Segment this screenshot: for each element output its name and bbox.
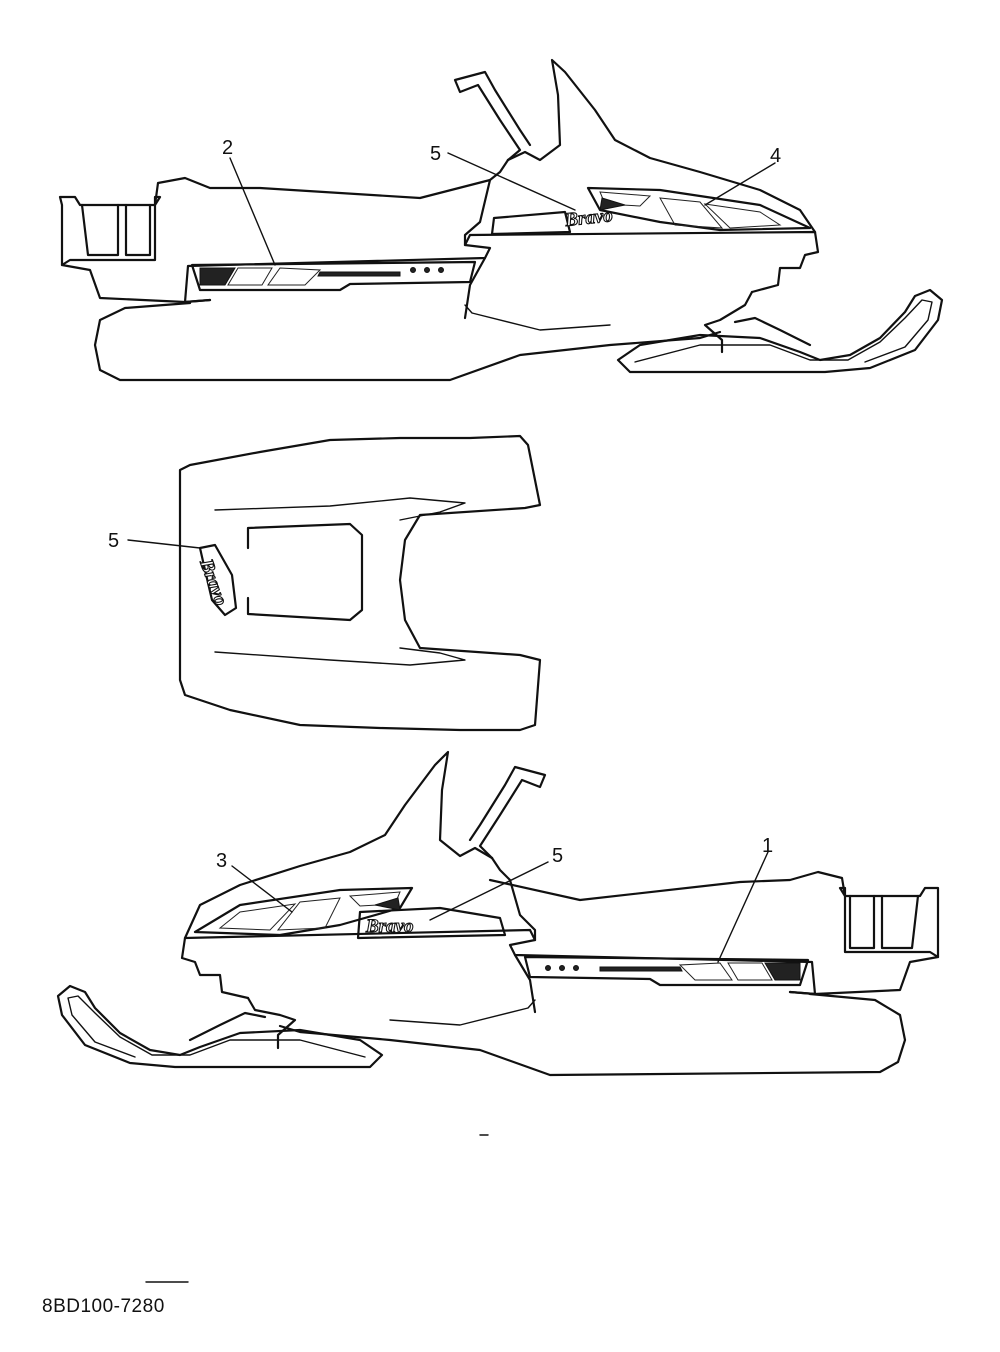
hood-outline	[178, 434, 542, 732]
callout-number-2: 2	[222, 137, 233, 159]
side-panel-left	[490, 856, 817, 996]
decal-4-hood-stripe	[586, 186, 812, 232]
rear-bumper-rack-left	[838, 886, 940, 959]
callout-number-5-middle: 5	[108, 530, 119, 552]
seat-outline	[153, 176, 492, 207]
bravo-logo-text-left: Bravo	[365, 916, 414, 937]
front-ski	[616, 288, 944, 374]
side-panel	[183, 158, 510, 304]
decal-1-side-stripe	[523, 955, 810, 987]
callout-5-leader-top	[447, 152, 576, 211]
handlebar-left	[468, 765, 547, 860]
callout-number-4: 4	[770, 145, 781, 167]
callout-number-1: 1	[762, 835, 773, 857]
decal-2-side-stripe	[190, 260, 477, 292]
windshield-left	[183, 750, 494, 940]
front-ski-left	[56, 984, 384, 1069]
front-suspension-left	[188, 996, 297, 1050]
front-suspension	[703, 290, 812, 354]
track-outline	[93, 301, 722, 382]
callout-number-5-bottom: 5	[552, 845, 563, 867]
track-outline-left	[278, 992, 907, 1077]
decal-5-bravo-logo-right: Bravo	[490, 205, 614, 236]
hood-top-view: Bravo 5	[108, 434, 542, 732]
callout-3-leader	[231, 865, 293, 913]
bravo-logo-text: Bravo	[563, 205, 613, 231]
callout-number-5: 5	[430, 143, 441, 165]
callout-5-leader-middle	[127, 539, 201, 549]
handlebar	[453, 70, 532, 162]
callout-5-leader-bottom	[429, 861, 549, 921]
seat-outline-left	[488, 870, 847, 902]
callout-number-3: 3	[216, 850, 227, 872]
snowmobile-left-side-view: Bravo 3 5 1	[56, 750, 940, 1077]
part-code: 8BD100-7280	[42, 1296, 165, 1317]
decal-5-bravo-logo-top: Bravo	[194, 543, 238, 617]
decal-5-bravo-logo-left: Bravo	[356, 906, 507, 940]
hood-windshield-opening	[246, 522, 364, 622]
windshield	[506, 58, 817, 234]
callout-4-leader	[704, 162, 776, 206]
callout-1-leader	[717, 851, 769, 963]
snowmobile-right-side-view: Bravo 2 5 4	[58, 58, 944, 382]
callout-2-leader	[229, 157, 276, 266]
